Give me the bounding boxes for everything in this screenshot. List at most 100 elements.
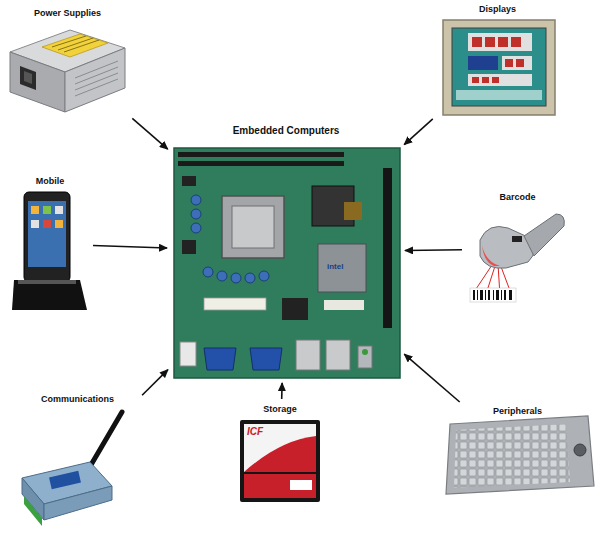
chip-brand-label: intel <box>327 262 343 271</box>
motherboard-picture-part <box>203 267 213 277</box>
arrow-connector <box>404 119 433 145</box>
node-heading-row: Peripherals <box>440 404 595 417</box>
mobile-picture-part <box>43 206 51 214</box>
display-picture-part <box>468 33 532 51</box>
barcode-scanner-picture-part <box>477 290 478 300</box>
barcode-scanner-picture-part <box>524 214 564 256</box>
barcode-scanner-picture-part <box>485 290 486 300</box>
display-picture-part <box>492 77 499 83</box>
compactflash-picture-part <box>290 480 312 490</box>
compactflash-picture-part <box>240 420 320 502</box>
arrow-connector <box>405 249 462 251</box>
communications-picture-part <box>88 412 122 470</box>
power-supply-picture-part <box>24 71 32 84</box>
display-picture-part <box>505 59 513 67</box>
motherboard-picture-part <box>250 348 282 370</box>
barcode-scanner-picture-part <box>504 290 506 300</box>
node-label: Mobile <box>36 175 65 187</box>
barcode-scanner-picture-part <box>512 236 522 242</box>
motherboard-picture-part <box>191 209 201 219</box>
mobile-picture-part <box>24 192 70 282</box>
power-supply-picture-part <box>10 52 65 112</box>
barcode-scanner-picture-part <box>470 288 516 302</box>
communications-node: Communications <box>15 392 140 527</box>
barcode-scanner-picture-part <box>480 227 535 269</box>
mobile-picture <box>12 192 87 310</box>
node-label: Embedded Computers <box>233 125 340 137</box>
compactflash-picture-part <box>244 424 316 472</box>
power-supply-picture-part <box>52 36 86 47</box>
motherboard-picture <box>174 148 400 378</box>
arrow-connector <box>93 246 167 249</box>
barcode-scanner-picture-part <box>473 290 475 300</box>
barcode-scanner-picture-part <box>509 290 512 300</box>
barcode-scanner-picture-part <box>480 290 483 300</box>
node-label: Power Supplies <box>34 7 101 19</box>
mobile-picture-part <box>31 220 39 228</box>
compactflash-picture-part <box>244 436 316 472</box>
power-supply-picture <box>10 30 125 112</box>
peripherals-node: Peripherals <box>440 404 595 500</box>
communications-picture-part <box>24 496 42 526</box>
node-label: Storage <box>263 403 297 415</box>
motherboard-picture-part <box>326 340 350 370</box>
arrow-connector <box>142 370 168 396</box>
motherboard-picture-part <box>217 271 227 281</box>
motherboard-picture-part <box>245 273 255 283</box>
display-picture-part <box>516 59 524 67</box>
display-picture-part <box>485 37 495 47</box>
node-label: Peripherals <box>493 405 542 417</box>
node-heading-row: Barcode <box>465 190 570 203</box>
display-picture-part <box>511 37 521 47</box>
display-picture-part <box>482 77 489 83</box>
motherboard-picture-part <box>182 176 196 186</box>
mobile-picture-part <box>28 201 66 267</box>
motherboard-picture-part <box>231 273 241 283</box>
barcode-scanner-picture-part <box>488 290 490 300</box>
node-label: Communications <box>41 393 114 405</box>
node-heading-row: Power Supplies <box>5 6 130 19</box>
motherboard-picture-part <box>174 148 400 378</box>
node-label: Displays <box>479 3 516 15</box>
motherboard-picture-part <box>282 298 308 320</box>
motherboard-picture-part <box>204 348 236 370</box>
node-heading-row: Communications <box>15 392 140 405</box>
arrow-connector <box>132 118 167 149</box>
embedded-computers-node: Embedded Computers <box>170 124 402 380</box>
motherboard-picture-part <box>182 240 196 254</box>
mobile-picture-part <box>31 206 39 214</box>
motherboard-picture-part <box>296 340 320 370</box>
power-supply-picture-part <box>20 66 36 90</box>
brand-label: ICF <box>247 426 263 437</box>
arrow-connector <box>404 354 459 402</box>
node-heading-row: Mobile <box>10 174 90 187</box>
node-heading-row: Embedded Computers <box>170 124 402 137</box>
display-picture-part <box>502 56 532 70</box>
compactflash-picture <box>240 420 320 502</box>
motherboard-picture-part <box>232 206 274 248</box>
node-heading-row: Storage <box>235 402 325 415</box>
mobile-picture-part <box>12 280 87 310</box>
communications-picture-part <box>49 471 81 489</box>
display-picture-part <box>472 77 479 83</box>
power-supply-picture-part <box>75 79 118 96</box>
barcode-scanner-picture-part <box>496 290 499 300</box>
motherboard-picture-part <box>362 349 368 355</box>
barcode-scanner-picture-part <box>493 290 494 300</box>
displays-node: Displays <box>435 2 560 118</box>
display-picture-part <box>443 20 555 115</box>
barcode-scanner-picture-part <box>482 246 500 266</box>
arrow-connector <box>281 383 283 399</box>
motherboard-picture-part <box>191 223 201 233</box>
keyboard-picture-part <box>446 416 594 494</box>
barcode-scanner-picture-part <box>501 290 502 300</box>
display-picture-part <box>472 37 482 47</box>
communications-picture-part <box>44 486 112 520</box>
mobile-picture-part <box>43 220 51 228</box>
mobile-picture-part <box>18 280 76 284</box>
motherboard-picture-part <box>178 152 344 157</box>
node-heading-row: Displays <box>435 2 560 15</box>
mobile-picture-part <box>55 220 63 228</box>
